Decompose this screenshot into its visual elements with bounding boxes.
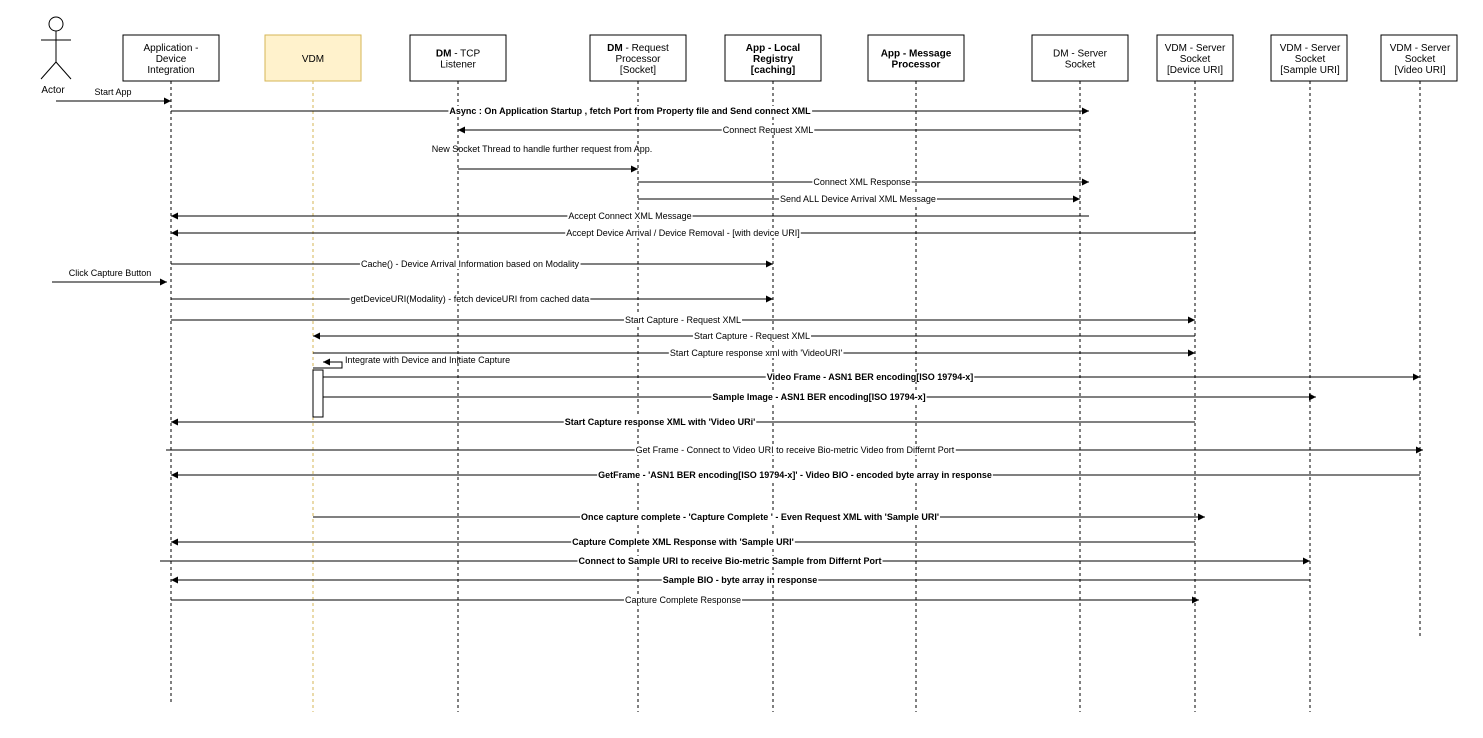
message-label-20: Once capture complete - 'Capture Complet… (581, 512, 939, 522)
message-14: Integrate with Device and Initiate Captu… (313, 355, 510, 369)
message-label-11: Start Capture - Request XML (625, 315, 741, 325)
message-label-14: Integrate with Device and Initiate Captu… (345, 355, 510, 365)
participant-label-vdmsample-0: VDM - Server (1280, 43, 1341, 54)
message-label-8: Cache() - Device Arrival Information bas… (361, 259, 580, 269)
message-16: Sample Image - ASN1 BER encoding[ISO 197… (323, 392, 1316, 402)
message-6: Accept Connect XML Message (171, 211, 1089, 221)
message-label-23: Sample BIO - byte array in response (663, 575, 818, 585)
participant-label-reqproc-0: DM - Request (607, 43, 669, 54)
participant-label-reqproc-1: Processor (615, 54, 661, 65)
message-label-21: Capture Complete XML Response with 'Samp… (572, 537, 794, 547)
message-11: Start Capture - Request XML (171, 315, 1195, 325)
participant-label-vdmvideo-1: Socket (1405, 54, 1436, 65)
message-label-15: Video Frame - ASN1 BER encoding[ISO 1979… (767, 372, 974, 382)
participant-label-app-1: Device (156, 54, 187, 65)
message-label-3: New Socket Thread to handle further requ… (432, 144, 652, 154)
participant-label-registry-2: [caching] (751, 65, 795, 76)
participant-label-dmserver-1: Socket (1065, 60, 1096, 71)
message-24: Capture Complete Response (171, 595, 1199, 605)
message-label-2: Connect Request XML (723, 125, 814, 135)
message-9: Click Capture Button (52, 268, 167, 286)
message-label-7: Accept Device Arrival / Device Removal -… (566, 228, 800, 238)
participant-label-dmserver-0: DM - Server (1053, 49, 1108, 60)
actor-label: Actor (41, 85, 65, 96)
message-label-10: getDeviceURI(Modality) - fetch deviceURI… (351, 294, 590, 304)
participant-label-app-2: Integration (147, 65, 194, 76)
message-12: Start Capture - Request XML (313, 331, 1195, 341)
participant-label-vdmdevice-1: Socket (1180, 54, 1211, 65)
vdm-activation-bar (312, 369, 324, 418)
participant-vdm: VDM (264, 34, 362, 82)
message-8: Cache() - Device Arrival Information bas… (171, 259, 773, 269)
message-5: Send ALL Device Arrival XML Message (638, 194, 1080, 204)
message-label-18: Get Frame - Connect to Video URI to rece… (636, 445, 955, 455)
message-21: Capture Complete XML Response with 'Samp… (171, 537, 1195, 547)
message-2: Connect Request XML (458, 125, 1080, 135)
message-23: Sample BIO - byte array in response (171, 575, 1310, 585)
participant-label-vdm-0: VDM (302, 54, 324, 65)
message-label-4: Connect XML Response (813, 177, 910, 187)
participant-label-registry-0: App - Local (746, 43, 801, 54)
message-3: New Socket Thread to handle further requ… (432, 144, 652, 173)
participant-label-vdmvideo-0: VDM - Server (1390, 43, 1451, 54)
message-4: Connect XML Response (638, 177, 1089, 187)
message-label-17: Start Capture response XML with 'Video U… (565, 417, 755, 427)
message-label-22: Connect to Sample URI to receive Bio-met… (578, 556, 881, 566)
message-1: Async : On Application Startup , fetch P… (171, 106, 1089, 116)
participant-label-vdmsample-1: Socket (1295, 54, 1326, 65)
participant-label-vdmsample-2: [Sample URI] (1280, 65, 1340, 76)
participant-label-tcp-0: DM - TCP (436, 49, 481, 60)
message-20: Once capture complete - 'Capture Complet… (313, 512, 1205, 522)
actor-figure (40, 16, 72, 80)
message-7: Accept Device Arrival / Device Removal -… (171, 228, 1195, 238)
participant-label-app-0: Application - (143, 43, 198, 54)
message-label-13: Start Capture response xml with 'VideoUR… (670, 348, 843, 358)
message-label-19: GetFrame - 'ASN1 BER encoding[ISO 19794-… (598, 470, 992, 480)
message-label-6: Accept Connect XML Message (568, 211, 691, 221)
participant-label-reqproc-2: [Socket] (620, 65, 656, 76)
message-label-9: Click Capture Button (69, 268, 152, 278)
message-label-1: Async : On Application Startup , fetch P… (449, 106, 811, 116)
message-label-5: Send ALL Device Arrival XML Message (780, 194, 936, 204)
participant-label-registry-1: Registry (753, 54, 793, 65)
participant-label-tcp-1: Listener (440, 60, 476, 71)
message-label-12: Start Capture - Request XML (694, 331, 810, 341)
message-19: GetFrame - 'ASN1 BER encoding[ISO 19794-… (171, 470, 1420, 480)
message-label-0: Start App (94, 87, 131, 97)
message-18: Get Frame - Connect to Video URI to rece… (166, 445, 1423, 455)
message-0: Start App (56, 87, 171, 105)
message-13: Start Capture response xml with 'VideoUR… (313, 348, 1195, 358)
participant-label-vdmdevice-2: [Device URI] (1167, 65, 1223, 76)
message-arrow-14 (313, 358, 343, 369)
message-label-24: Capture Complete Response (625, 595, 741, 605)
message-22: Connect to Sample URI to receive Bio-met… (160, 556, 1310, 566)
message-17: Start Capture response XML with 'Video U… (171, 417, 1195, 427)
participant-label-msgproc-0: App - Message (881, 49, 952, 60)
participant-label-vdmdevice-0: VDM - Server (1165, 43, 1226, 54)
message-label-16: Sample Image - ASN1 BER encoding[ISO 197… (712, 392, 925, 402)
message-10: getDeviceURI(Modality) - fetch deviceURI… (171, 294, 773, 304)
participant-label-vdmvideo-2: [Video URI] (1395, 65, 1446, 76)
participant-label-msgproc-1: Processor (892, 60, 941, 71)
message-15: Video Frame - ASN1 BER encoding[ISO 1979… (323, 372, 1420, 382)
